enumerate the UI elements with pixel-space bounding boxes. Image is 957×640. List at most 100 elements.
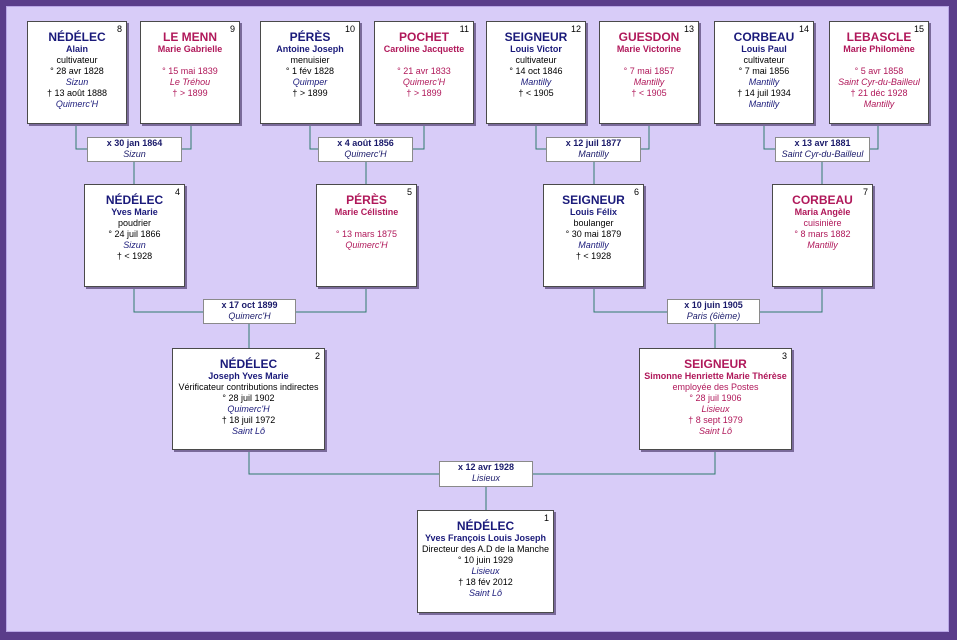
birth-date: ° 13 mars 1875 [335,229,398,239]
person-card-11[interactable]: 11 POCHET Caroline Jacquette ° 21 avr 18… [374,21,474,124]
marriage-place: Mantilly [578,149,609,159]
birth-date: ° 28 avr 1828 [50,66,104,76]
surname: LEBASCLE [846,30,912,44]
birth-place: Lisieux [471,566,500,576]
birth-place: Quimerc'H [402,77,446,87]
marriage-date: x 12 juil 1877 [565,138,622,148]
person-card-7[interactable]: 7 CORBEAU Maria Angèle cuisinière ° 8 ma… [772,184,873,287]
death-date: † > 1899 [172,88,208,98]
given-name: Maria Angèle [794,207,851,217]
marriage-box-2-3[interactable]: x 12 avr 1928 Lisieux [439,461,533,487]
given-name: Simonne Henriette Marie Thérèse [644,371,787,381]
birth-date: ° 7 mai 1857 [623,66,675,76]
given-name: Marie Philomène [843,44,915,54]
marriage-place: Sizun [123,149,146,159]
person-card-5[interactable]: 5 PÉRÈS Marie Célistine ° 13 mars 1875 Q… [316,184,417,287]
birth-date: ° 8 mars 1882 [794,229,851,239]
marriage-box-8-9[interactable]: x 30 jan 1864 Sizun [87,137,182,162]
death-place: Mantilly [748,99,780,109]
given-name: Yves François Louis Joseph [424,533,547,543]
given-name: Louis Paul [741,44,787,54]
death-place: Mantilly [863,99,895,109]
surname: SEIGNEUR [562,193,625,207]
sosa-number: 1 [543,513,549,523]
sosa-number: 11 [459,24,469,34]
death-place: Saint Lô [698,426,733,436]
person-card-9[interactable]: 9 LE MENN Marie Gabrielle ° 15 mai 1839 … [140,21,240,124]
surname: CORBEAU [792,193,853,207]
death-date: † > 1899 [292,88,328,98]
marriage-place: Paris (6ième) [686,311,741,321]
birth-place: Quimerc'H [227,404,270,414]
marriage-box-4-5[interactable]: x 17 oct 1899 Quimerc'H [203,299,296,324]
death-date: † 14 juil 1934 [737,88,791,98]
marriage-box-10-11[interactable]: x 4 août 1856 Quimerc'H [318,137,413,162]
birth-date: ° 14 oct 1846 [509,66,563,76]
birth-place: Lisieux [701,404,730,414]
death-place: Saint Lô [231,426,266,436]
surname: NÉDÉLEC [219,357,278,371]
birth-place: Sizun [65,77,89,87]
sosa-number: 14 [798,24,809,34]
birth-date: ° 5 avr 1858 [854,66,904,76]
death-date: † < 1905 [518,88,554,98]
marriage-box-12-13[interactable]: x 12 juil 1877 Mantilly [546,137,641,162]
person-card-14[interactable]: 14 CORBEAU Louis Paul cultivateur ° 7 ma… [714,21,814,124]
death-date: † 18 juil 1972 [221,415,276,425]
given-name: Marie Victorine [616,44,682,54]
marriage-date: x 4 août 1856 [337,138,394,148]
person-card-12[interactable]: 12 SEIGNEUR Louis Victor cultivateur ° 1… [486,21,586,124]
birth-place: Mantilly [807,240,838,250]
birth-place: Mantilly [748,77,780,87]
sosa-number: 13 [683,24,694,34]
occupation: Vérificateur contributions indirectes [178,382,319,392]
given-name: Joseph Yves Marie [208,371,289,381]
birth-place: Mantilly [578,240,609,250]
birth-place: Mantilly [520,77,552,87]
death-date: † < 1905 [631,88,667,98]
sosa-number: 6 [633,187,639,197]
person-card-1[interactable]: 1 NÉDÉLEC Yves François Louis Joseph Dir… [417,510,554,613]
sosa-number: 9 [229,24,235,34]
marriage-place: Quimerc'H [344,149,387,159]
person-card-2[interactable]: 2 NÉDÉLEC Joseph Yves Marie Vérificateur… [172,348,325,450]
person-card-15[interactable]: 15 LEBASCLE Marie Philomène ° 5 avr 1858… [829,21,929,124]
person-card-6[interactable]: 6 SEIGNEUR Louis Félix boulanger ° 30 ma… [543,184,644,287]
sosa-number: 2 [314,351,320,361]
occupation: boulanger [573,218,614,228]
given-name: Louis Félix [569,207,617,217]
marriage-place: Lisieux [471,473,500,483]
person-card-8[interactable]: 8 NÉDÉLEC Alain cultivateur ° 28 avr 182… [27,21,127,124]
birth-date: ° 30 mai 1879 [565,229,622,239]
occupation: cultivateur [56,55,98,65]
marriage-date: x 10 juin 1905 [684,300,743,310]
sosa-number: 7 [862,187,868,197]
occupation: cuisinière [803,218,842,228]
surname: POCHET [398,30,449,44]
birth-place: Saint Cyr-du-Bailleul [838,77,920,87]
occupation: poudrier [117,218,152,228]
given-name: Marie Célistine [334,207,399,217]
occupation: cultivateur [515,55,557,65]
person-card-3[interactable]: 3 SEIGNEUR Simonne Henriette Marie Thérè… [639,348,792,450]
occupation: Directeur des A.D de la Manche [421,544,550,554]
marriage-date: x 30 jan 1864 [106,138,163,148]
occupation: employée des Postes [672,382,759,392]
marriage-box-14-15[interactable]: x 13 avr 1881 Saint Cyr-du-Bailleul [775,137,870,162]
death-place: Quimerc'H [55,99,99,109]
given-name: Yves Marie [111,207,158,217]
given-name: Marie Gabrielle [157,44,223,54]
person-card-10[interactable]: 10 PÉRÈS Antoine Joseph menuisier ° 1 fé… [260,21,360,124]
person-card-13[interactable]: 13 GUESDON Marie Victorine ° 7 mai 1857 … [599,21,699,124]
surname: SEIGNEUR [684,357,747,371]
person-card-4[interactable]: 4 NÉDÉLEC Yves Marie poudrier ° 24 juil … [84,184,185,287]
surname: PÉRÈS [346,193,387,207]
death-date: † 13 août 1888 [46,88,108,98]
surname: GUESDON [618,30,680,44]
birth-date: ° 21 avr 1833 [397,66,451,76]
sosa-number: 8 [116,24,122,34]
birth-date: ° 7 mai 1856 [738,66,790,76]
surname: NÉDÉLEC [105,193,164,207]
death-date: † 21 déc 1928 [850,88,908,98]
marriage-box-6-7[interactable]: x 10 juin 1905 Paris (6ième) [667,299,760,324]
